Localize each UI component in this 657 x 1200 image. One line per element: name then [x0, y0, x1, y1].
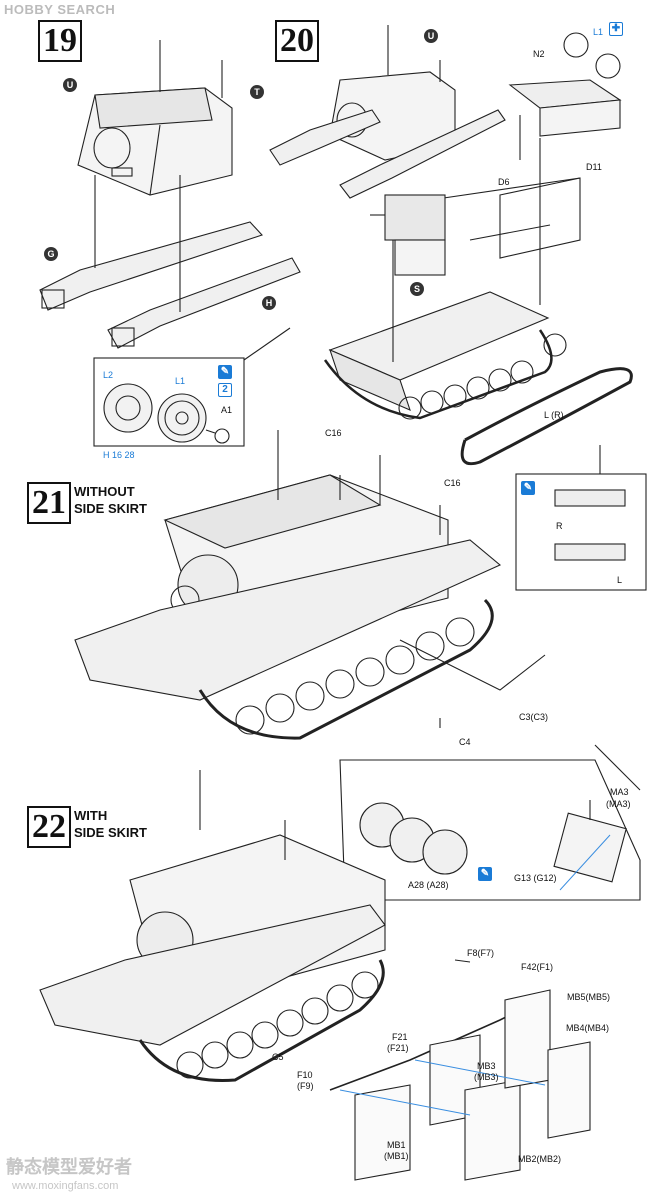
label-F8: F8(F7) [467, 948, 494, 958]
label-F9: (F9) [297, 1081, 314, 1091]
label-MB5: MB5(MB5) [567, 992, 611, 1002]
step21-title-line2: SIDE SKIRT [74, 501, 147, 516]
label-F10: F10 [297, 1070, 313, 1080]
step20-road-wheels [398, 333, 567, 420]
label-MB1: MB1 [387, 1140, 406, 1150]
step-number-20: 20 [275, 20, 319, 62]
step19-superstructure [77, 40, 233, 196]
label-L1-top: L1 [593, 27, 604, 37]
label-H16-28: H 16 28 [103, 450, 135, 460]
label-A1: A1 [221, 405, 233, 415]
label-D11: D11 [586, 162, 602, 172]
label-C4: C4 [459, 737, 471, 747]
label-D6: D6 [498, 177, 510, 187]
label-F21-alt: (F21) [387, 1043, 409, 1053]
glue-icon-tracks: ✎ [521, 481, 535, 495]
label-MA3-alt: (MA3) [606, 799, 631, 809]
step-number-22: 22 [27, 806, 71, 848]
step19-fenders [39, 175, 301, 349]
step20-gun-breech [370, 194, 446, 276]
step-number-21: 21 [27, 482, 71, 524]
callout-U-step19: U [63, 78, 77, 92]
hobby-search-watermark: HOBBY SEARCH [4, 2, 116, 17]
label-C16-a: C16 [325, 428, 342, 438]
label-F21: F21 [392, 1032, 408, 1042]
callout-H: H [262, 296, 276, 310]
step-number-19: 19 [38, 20, 82, 62]
step20-loose-track [460, 367, 633, 466]
label-L: L [617, 575, 623, 585]
label-MB2: MB2(MB2) [518, 1154, 562, 1164]
step20-superstructure [269, 25, 506, 199]
callout-G: G [44, 247, 58, 261]
step20-engine-deck [429, 32, 622, 259]
moxingfans-watermark: 静态模型爱好者 [6, 1157, 132, 1178]
label-F42: F42(F1) [521, 962, 554, 972]
callout-S: S [410, 282, 424, 296]
track-link-detail-box [515, 445, 647, 591]
step22-vehicle [39, 770, 386, 1082]
callout-U-step20: U [424, 29, 438, 43]
step22-skirt-plates [354, 989, 591, 1181]
label-MB3: MB3 [477, 1061, 496, 1071]
label-A28: A28 (A28) [408, 880, 449, 890]
label-MB1-alt: (MB1) [384, 1151, 409, 1161]
label-L2: L2 [103, 370, 114, 380]
glue-icon-wheels: ✎ [218, 365, 232, 379]
moxingfans-url: www.moxingfans.com [12, 1180, 119, 1192]
step22-title-line1: WITH [74, 808, 108, 823]
label-L1: L1 [175, 376, 186, 386]
label-L-R: L (R) [544, 410, 564, 420]
label-R: R [556, 521, 563, 531]
glue-icon-skirt: ✎ [478, 867, 492, 881]
label-C3: C3(C3) [519, 712, 549, 722]
callout-T: T [250, 85, 264, 99]
step21-title-line1: WITHOUT [74, 484, 135, 499]
glue-icon-top: ✚ [609, 22, 623, 36]
step20-hull [328, 138, 550, 411]
step20-track-assembled [323, 329, 553, 420]
label-N2: N2 [533, 49, 545, 59]
step22-skirt-detail-box [339, 744, 641, 901]
label-G13: G13 (G12) [514, 873, 557, 883]
label-C16-b: C16 [444, 478, 461, 488]
step21-vehicle [74, 430, 546, 740]
label-C5: C5 [272, 1052, 284, 1062]
label-MA3: MA3 [610, 787, 629, 797]
label-MB3-alt: (MB3) [474, 1072, 499, 1082]
step22-title-line2: SIDE SKIRT [74, 825, 147, 840]
label-MB4: MB4(MB4) [566, 1023, 610, 1033]
times-two-icon: 2 [218, 383, 232, 397]
